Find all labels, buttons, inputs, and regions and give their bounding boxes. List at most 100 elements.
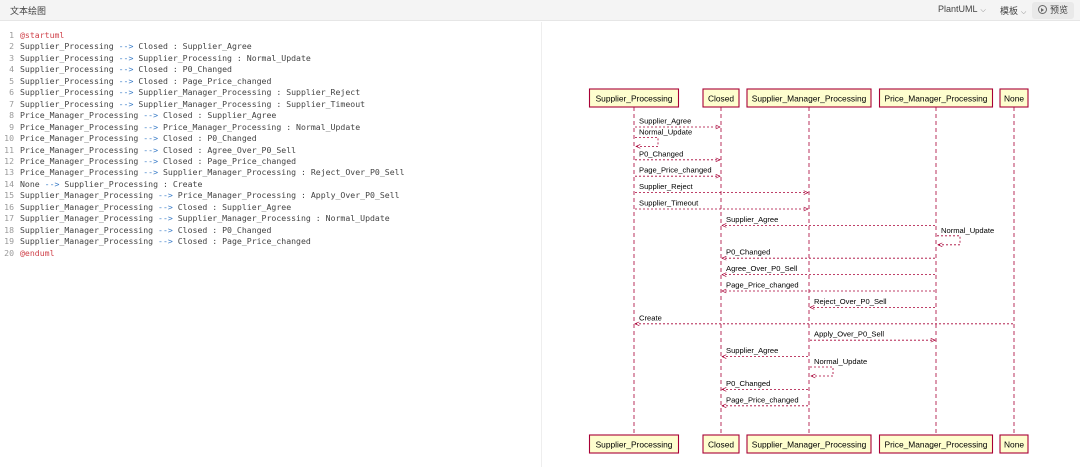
code-text: Price_Manager_Processing --> Closed : Su… xyxy=(20,110,277,121)
line-number: 20 xyxy=(4,247,14,258)
line-number: 17 xyxy=(4,213,14,224)
code-line[interactable]: 7 Supplier_Processing --> Supplier_Manage… xyxy=(0,99,365,110)
pane-divider[interactable] xyxy=(541,22,542,467)
code-line[interactable]: 5 Supplier_Processing --> Closed : Page_P… xyxy=(0,76,271,87)
code-text: Supplier_Processing --> Closed : P0_Chan… xyxy=(20,64,232,75)
code-text: Supplier_Manager_Processing --> Closed :… xyxy=(20,201,292,212)
code-line[interactable]: 4 Supplier_Processing --> Closed : P0_Cha… xyxy=(0,64,232,75)
code-text: Supplier_Processing --> Closed : Supplie… xyxy=(20,41,252,52)
participant-label: Closed xyxy=(708,94,734,104)
message-label: Supplier_Agree xyxy=(639,117,691,126)
line-number: 16 xyxy=(4,201,14,212)
code-line[interactable]: 3 Supplier_Processing --> Supplier_Proces… xyxy=(0,53,311,64)
line-number: 13 xyxy=(4,167,14,178)
message-label: Apply_Over_P0_Sell xyxy=(814,330,884,339)
code-text: Supplier_Manager_Processing --> Supplier… xyxy=(20,213,390,224)
participant-box xyxy=(702,88,740,108)
renderer-dropdown[interactable]: PlantUML⌵ xyxy=(938,4,986,15)
message-label: Supplier_Reject xyxy=(639,182,693,191)
participant-label: None xyxy=(1004,94,1024,104)
sequence-diagram: Supplier_ProcessingSupplier_ProcessingCl… xyxy=(588,88,1029,454)
code-text: Price_Manager_Processing --> Closed : Pa… xyxy=(20,155,297,166)
code-line[interactable]: 17 Supplier_Manager_Processing --> Suppli… xyxy=(0,213,390,224)
message-label: P0_Changed xyxy=(726,248,770,257)
code-line[interactable]: 1 @startuml xyxy=(0,30,64,41)
participant-box xyxy=(999,434,1029,454)
line-number: 7 xyxy=(9,98,14,109)
line-number: 4 xyxy=(9,64,14,75)
code-text: Supplier_Processing --> Supplier_Manager… xyxy=(20,98,366,109)
code-text: Price_Manager_Processing --> Closed : Ag… xyxy=(20,144,297,155)
line-number: 11 xyxy=(4,144,14,155)
app-title: 文本绘图 xyxy=(10,6,47,16)
participant-box xyxy=(702,434,740,454)
template-label: 模板 xyxy=(1000,6,1019,16)
message-label: Page_Price_changed xyxy=(726,281,799,290)
code-text: Supplier_Processing --> Supplier_Process… xyxy=(20,52,311,63)
line-number: 15 xyxy=(4,190,14,201)
message-label: Normal_Update xyxy=(941,226,994,235)
code-text: Supplier_Manager_Processing --> Price_Ma… xyxy=(20,190,400,201)
code-line[interactable]: 2 Supplier_Processing --> Closed : Suppli… xyxy=(0,41,252,52)
toolbar: 文本绘图 PlantUML⌵ 模板⌵ 预览 xyxy=(0,0,1080,21)
participant-box xyxy=(746,88,872,108)
preview-label: 预览 xyxy=(1049,5,1068,15)
code-text: Supplier_Processing --> Closed : Page_Pr… xyxy=(20,75,272,86)
message-label: Agree_Over_P0_Sell xyxy=(726,264,798,273)
code-line[interactable]: 16 Supplier_Manager_Processing --> Closed… xyxy=(0,202,291,213)
chevron-down-icon: ⌵ xyxy=(980,7,986,14)
self-message-arrow xyxy=(810,366,834,376)
line-number: 2 xyxy=(9,41,14,52)
code-line[interactable]: 20 @enduml xyxy=(0,247,55,259)
code-text: None --> Supplier_Processing : Create xyxy=(20,178,203,189)
participant-label: Supplier_Processing xyxy=(596,94,673,104)
line-number: 9 xyxy=(9,121,14,132)
code-line[interactable]: 12 Price_Manager_Processing --> Closed : … xyxy=(0,156,296,167)
line-number: 1 xyxy=(9,30,14,40)
line-number: 19 xyxy=(4,236,14,247)
participant-box xyxy=(878,88,994,108)
participant-label: Supplier_Manager_Processing xyxy=(752,94,867,104)
participant-box xyxy=(588,434,680,454)
chevron-down-icon: ⌵ xyxy=(1021,9,1027,16)
participant-box xyxy=(746,434,872,454)
code-line[interactable]: 6 Supplier_Processing --> Supplier_Manage… xyxy=(0,87,360,98)
message-label: P0_Changed xyxy=(639,149,683,158)
code-line[interactable]: 9 Price_Manager_Processing --> Price_Mana… xyxy=(0,122,360,133)
code-line[interactable]: 11 Price_Manager_Processing --> Closed : … xyxy=(0,145,296,156)
message-label: Supplier_Agree xyxy=(726,215,778,224)
template-dropdown[interactable]: 模板⌵ xyxy=(1000,4,1026,17)
message-label: Normal_Update xyxy=(814,357,867,366)
line-number: 8 xyxy=(9,110,14,121)
line-number: 18 xyxy=(4,224,14,235)
line-number: 12 xyxy=(4,155,14,166)
participant-label: None xyxy=(1004,440,1024,450)
code-text: Price_Manager_Processing --> Price_Manag… xyxy=(20,121,361,132)
code-line[interactable]: 8 Price_Manager_Processing --> Closed : S… xyxy=(0,110,276,121)
renderer-label: PlantUML xyxy=(938,4,978,14)
code-text: Price_Manager_Processing --> Closed : P0… xyxy=(20,133,257,144)
message-label: Create xyxy=(639,313,662,322)
line-number: 3 xyxy=(9,52,14,63)
self-message-arrow xyxy=(635,137,659,146)
message-label: Reject_Over_P0_Sell xyxy=(814,297,887,306)
code-text: @enduml xyxy=(20,247,55,258)
preview-button[interactable]: 预览 xyxy=(1031,2,1074,19)
code-text: Supplier_Processing --> Supplier_Manager… xyxy=(20,87,361,98)
message-label: P0_Changed xyxy=(726,379,770,388)
code-line[interactable]: 15 Supplier_Manager_Processing --> Price_… xyxy=(0,190,400,201)
line-number: 6 xyxy=(9,87,14,98)
self-message-arrow xyxy=(937,235,961,245)
participant-label: Closed xyxy=(708,440,734,450)
code-text: @startuml xyxy=(20,30,65,40)
line-number: 5 xyxy=(9,75,14,86)
play-icon xyxy=(1037,5,1047,14)
message-label: Page_Price_changed xyxy=(726,395,799,404)
